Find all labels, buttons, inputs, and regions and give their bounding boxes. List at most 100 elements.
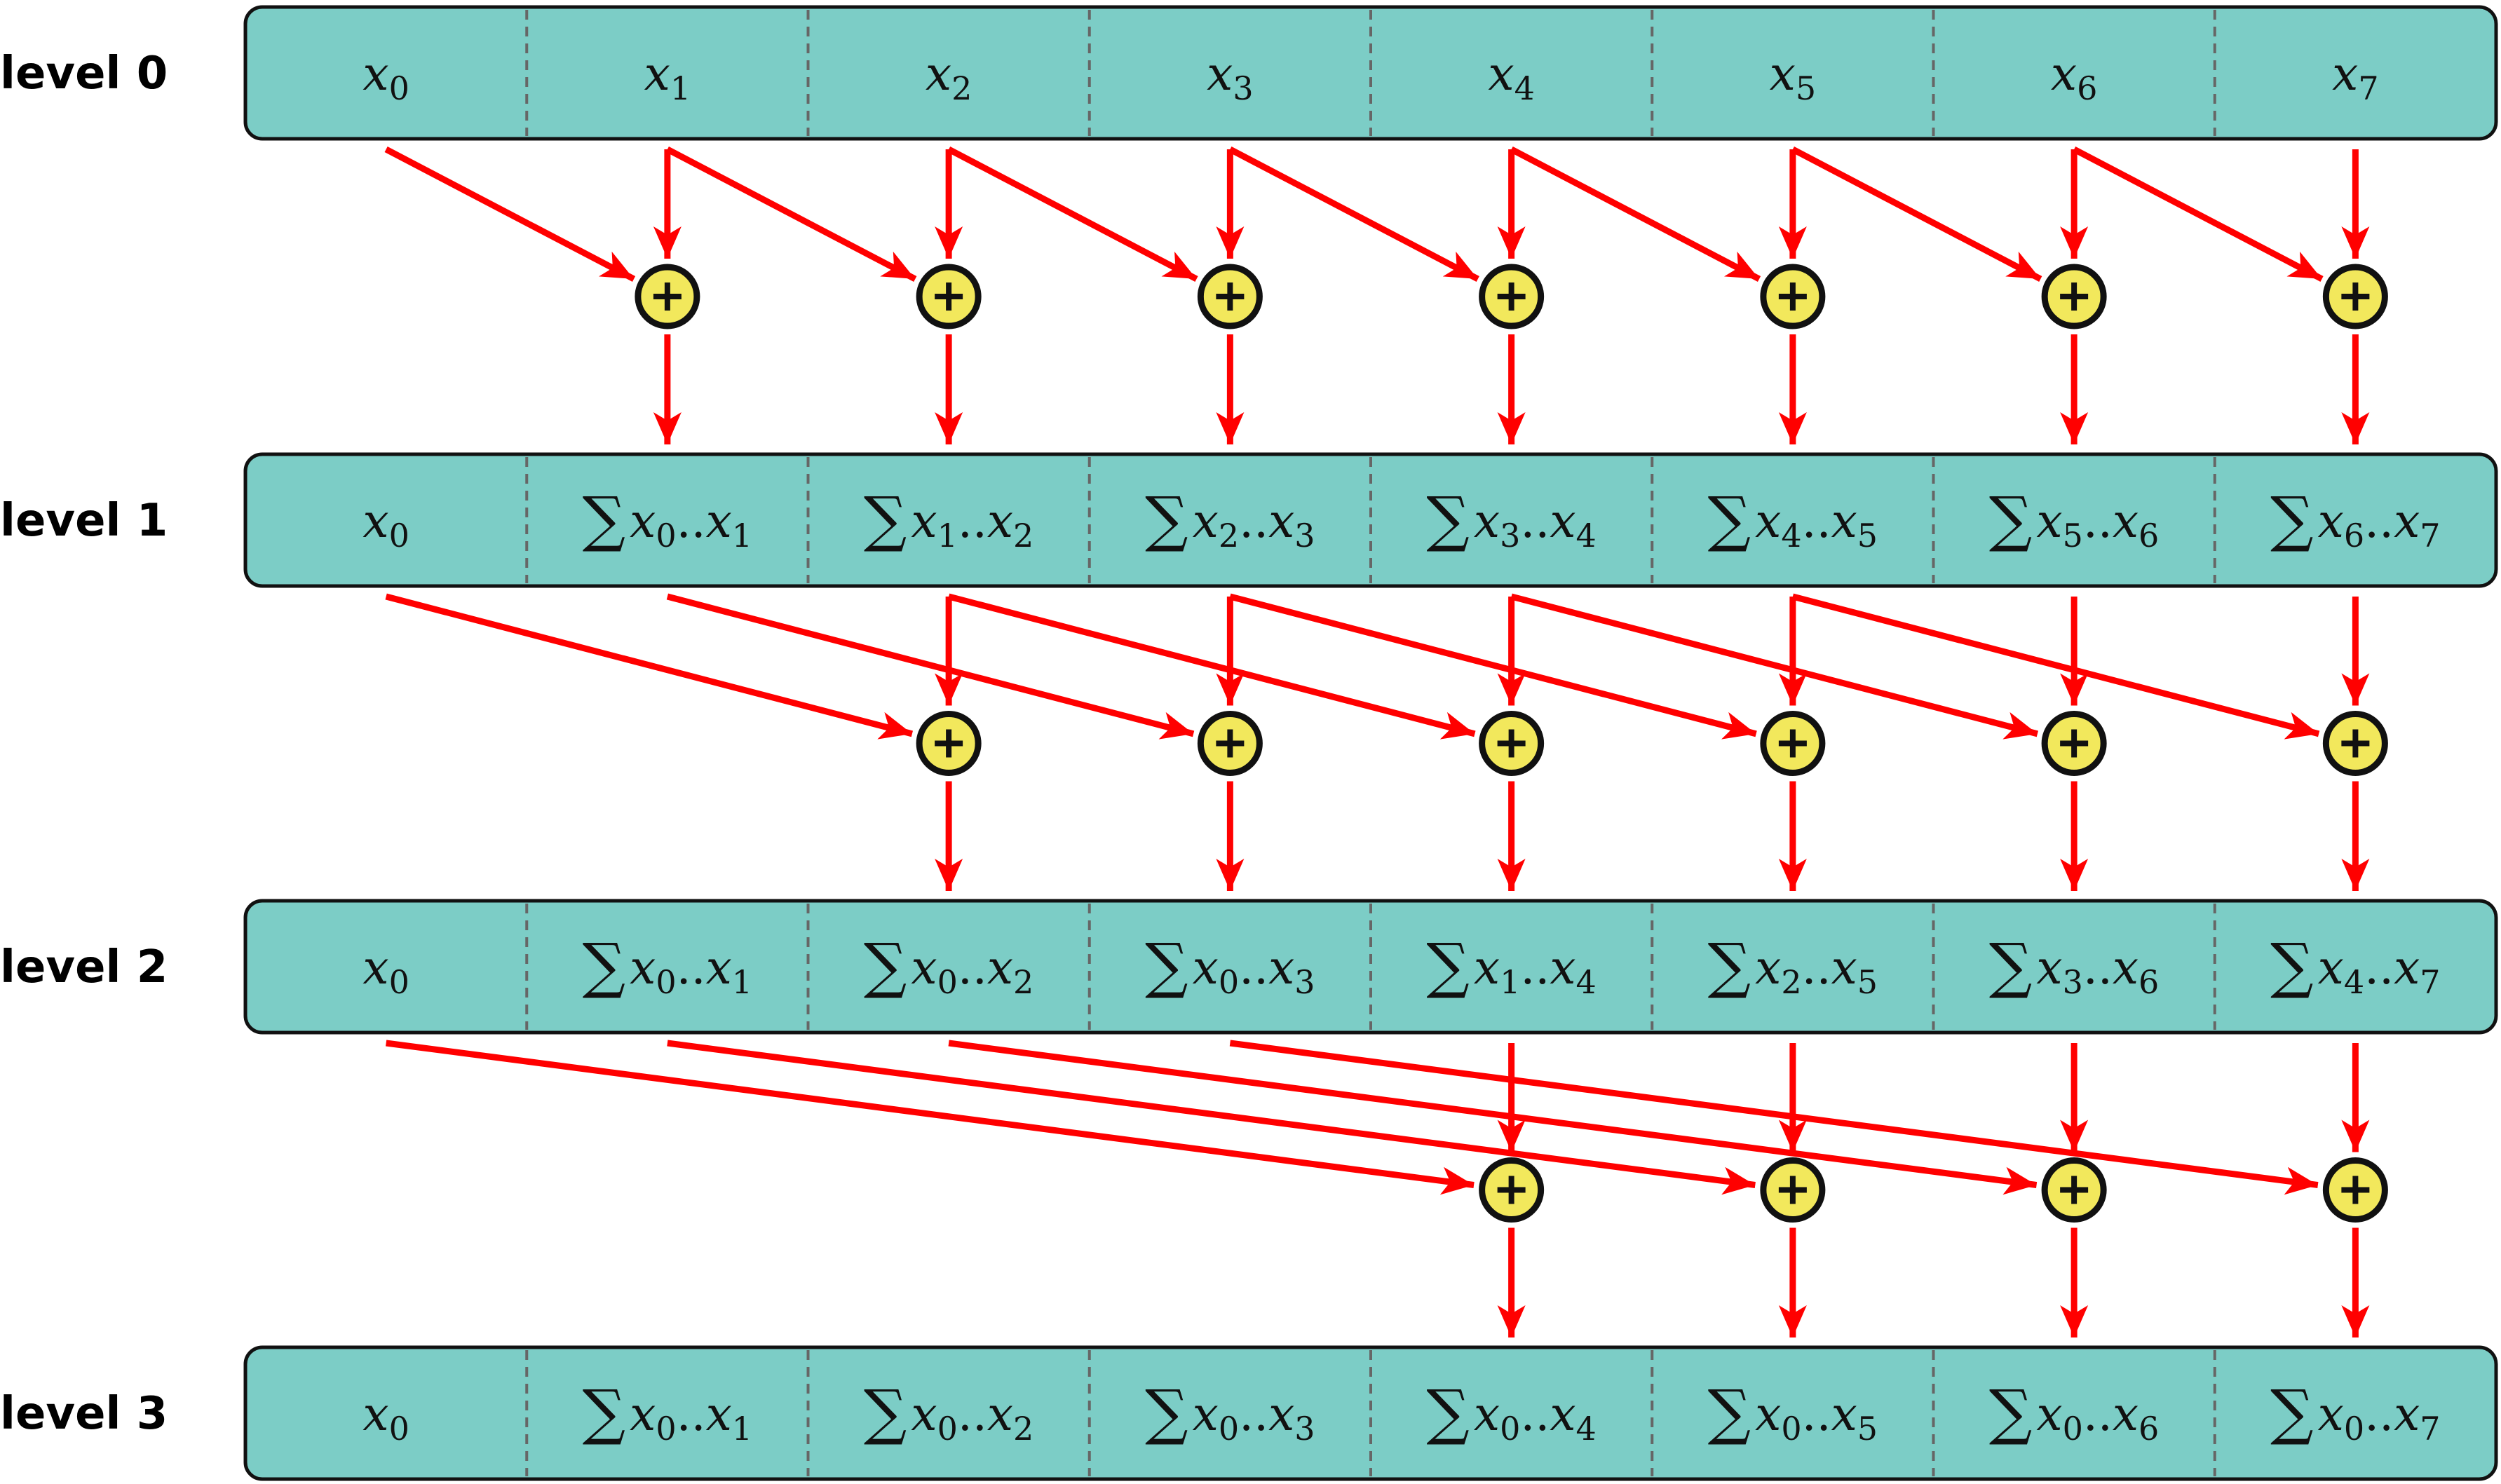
range-end-index: 5	[1857, 1410, 1878, 1448]
range-start-var: x	[911, 1387, 937, 1441]
sum-symbol: ∑	[583, 484, 625, 554]
cell-var: x	[362, 47, 388, 101]
sum-symbol: ∑	[1145, 931, 1188, 1001]
range-end-var: x	[1831, 1387, 1857, 1441]
level-2-cell-4: ∑x1..x4	[1426, 931, 1596, 1001]
stage-2-diagonal-input	[948, 1040, 2038, 1195]
range-end-index: 3	[1294, 963, 1315, 1001]
range-start-var: x	[630, 494, 656, 548]
range-dots: ..	[2364, 1387, 2394, 1441]
cell-var: x	[1488, 47, 1514, 101]
level-0-cell-0: x0	[362, 47, 409, 107]
cell-var: x	[644, 47, 670, 101]
stage-2-diagonal-input	[667, 1040, 1756, 1195]
stage-1-diagonal-input	[1510, 593, 2039, 740]
stage-0-diagonal-input	[384, 147, 636, 282]
range-start-var: x	[1193, 941, 1219, 995]
range-dots: ..	[1520, 941, 1550, 995]
range-end-index: 7	[2420, 963, 2440, 1001]
adder-node	[1479, 1157, 1545, 1223]
adder-node	[1479, 711, 1545, 776]
sum-symbol: ∑	[1708, 484, 1751, 554]
stage-0-diagonal-input	[1228, 147, 1479, 282]
stage-0-diagonal-input	[2073, 147, 2324, 282]
range-start-var: x	[1193, 494, 1219, 548]
range-end-var: x	[987, 494, 1013, 548]
range-start-index: 1	[937, 517, 958, 554]
adder-node	[916, 264, 982, 329]
range-end-var: x	[1268, 941, 1294, 995]
level-1-cell-5: ∑x4..x5	[1708, 484, 1878, 554]
range-dots: ..	[2364, 494, 2394, 548]
adder-node	[2322, 711, 2388, 776]
range-end-var: x	[2394, 1387, 2420, 1441]
sum-symbol: ∑	[583, 1377, 625, 1448]
cell-index: 1	[670, 69, 691, 107]
sum-symbol: ∑	[1989, 931, 2032, 1001]
range-start-var: x	[2036, 941, 2062, 995]
sum-symbol: ∑	[1708, 1377, 1751, 1448]
level-1-cell-6: ∑x5..x6	[1989, 484, 2159, 554]
range-dots: ..	[1802, 494, 1831, 548]
range-start-index: 2	[1781, 963, 1801, 1001]
adder-node	[2322, 264, 2388, 329]
range-start-index: 3	[1500, 517, 1520, 554]
level-3-label: level 3	[0, 1388, 168, 1440]
range-start-index: 5	[2063, 517, 2083, 554]
stage-0-diagonal-input	[1791, 147, 2042, 282]
range-end-var: x	[1550, 941, 1575, 995]
level-1-cell-2: ∑x1..x2	[864, 484, 1033, 554]
level-2-box	[243, 899, 2498, 1035]
range-start-var: x	[1474, 1387, 1500, 1441]
level-1-cell-3: ∑x2..x3	[1145, 484, 1315, 554]
cell-index: 5	[1796, 69, 1816, 107]
range-end-index: 6	[2139, 517, 2159, 554]
range-start-var: x	[911, 941, 937, 995]
stage-1-diagonal-input	[947, 593, 1476, 740]
range-start-var: x	[2318, 1387, 2344, 1441]
range-dots: ..	[1239, 494, 1268, 548]
range-end-var: x	[2394, 494, 2420, 548]
cell-var: x	[362, 494, 388, 548]
level-1-cell-1: ∑x0..x1	[583, 484, 752, 554]
adder-node	[635, 264, 700, 329]
level-3-cell-7: ∑x0..x7	[2270, 1377, 2440, 1448]
range-dots: ..	[1239, 941, 1268, 995]
level-2-cell-6: ∑x3..x6	[1989, 931, 2159, 1001]
adder-node	[2041, 711, 2107, 776]
cell-index: 7	[2358, 69, 2378, 107]
range-start-var: x	[1755, 941, 1781, 995]
level-0-cell-4: x4	[1488, 47, 1535, 107]
level-0-cell-3: x3	[1207, 47, 1254, 107]
range-start-var: x	[1755, 494, 1781, 548]
range-dots: ..	[1802, 1387, 1831, 1441]
range-end-index: 1	[732, 1410, 752, 1448]
range-dots: ..	[1520, 1387, 1550, 1441]
level-2-cell-1: ∑x0..x1	[583, 931, 752, 1001]
range-end-index: 5	[1857, 517, 1878, 554]
adder-node	[2322, 1157, 2388, 1223]
adder-node	[1479, 264, 1545, 329]
range-end-var: x	[1831, 494, 1857, 548]
sum-symbol: ∑	[1426, 1377, 1469, 1448]
level-1-cell-0: x0	[362, 494, 409, 554]
cell-var: x	[1770, 47, 1796, 101]
level-0-box	[243, 5, 2498, 141]
cell-index: 3	[1233, 69, 1253, 107]
stage-0-diagonal-input	[1510, 147, 1761, 282]
cell-var: x	[1207, 47, 1233, 101]
level-2-cell-2: ∑x0..x2	[864, 931, 1033, 1001]
range-dots: ..	[958, 494, 987, 548]
adder-node	[1197, 264, 1263, 329]
range-end-var: x	[1831, 941, 1857, 995]
range-end-index: 6	[2139, 963, 2159, 1001]
range-dots: ..	[677, 494, 706, 548]
range-start-var: x	[2318, 941, 2344, 995]
sum-symbol: ∑	[1989, 484, 2032, 554]
